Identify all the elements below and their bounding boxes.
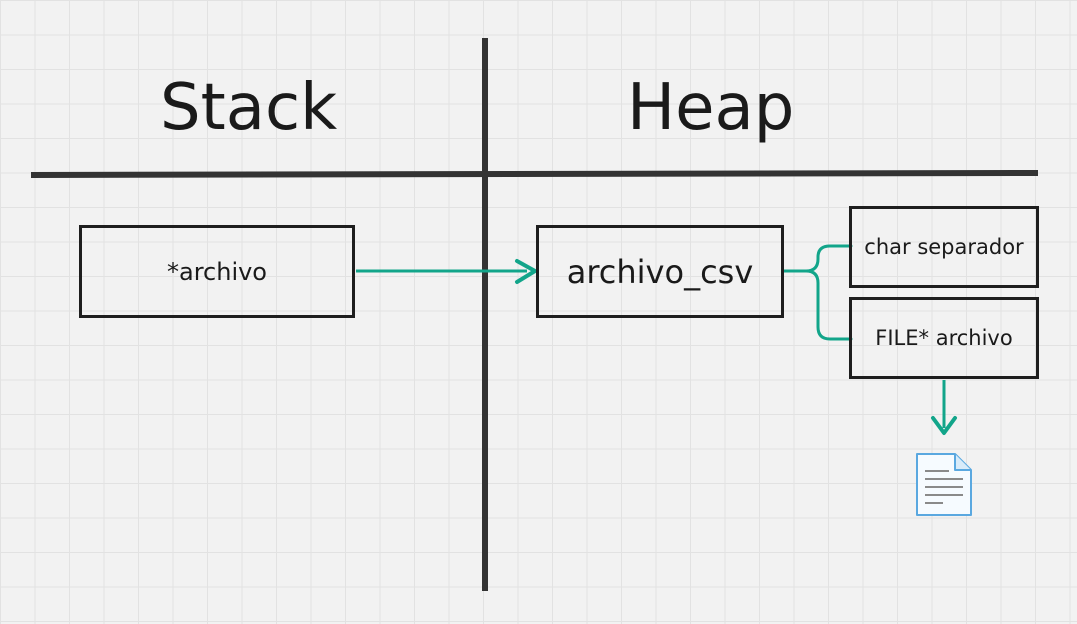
pointer-arrowhead (515, 259, 537, 284)
stack-heading: Stack (160, 71, 338, 145)
char-separador-box: char separador (849, 206, 1039, 288)
file-archivo-label: FILE* archivo (875, 326, 1013, 350)
heap-heading: Heap (627, 71, 795, 145)
struct-fields-brace (782, 244, 853, 341)
archivo-csv-label: archivo_csv (566, 252, 754, 291)
archivo-csv-box: archivo_csv (536, 225, 784, 318)
char-separador-label: char separador (864, 235, 1024, 259)
file-archivo-box: FILE* archivo (849, 297, 1039, 379)
archivo-pointer-box: *archivo (79, 225, 355, 318)
document-icon (916, 453, 972, 516)
file-pointer-arrowhead (931, 416, 957, 435)
horizontal-divider (30, 170, 1039, 178)
archivo-pointer-label: *archivo (166, 257, 267, 286)
